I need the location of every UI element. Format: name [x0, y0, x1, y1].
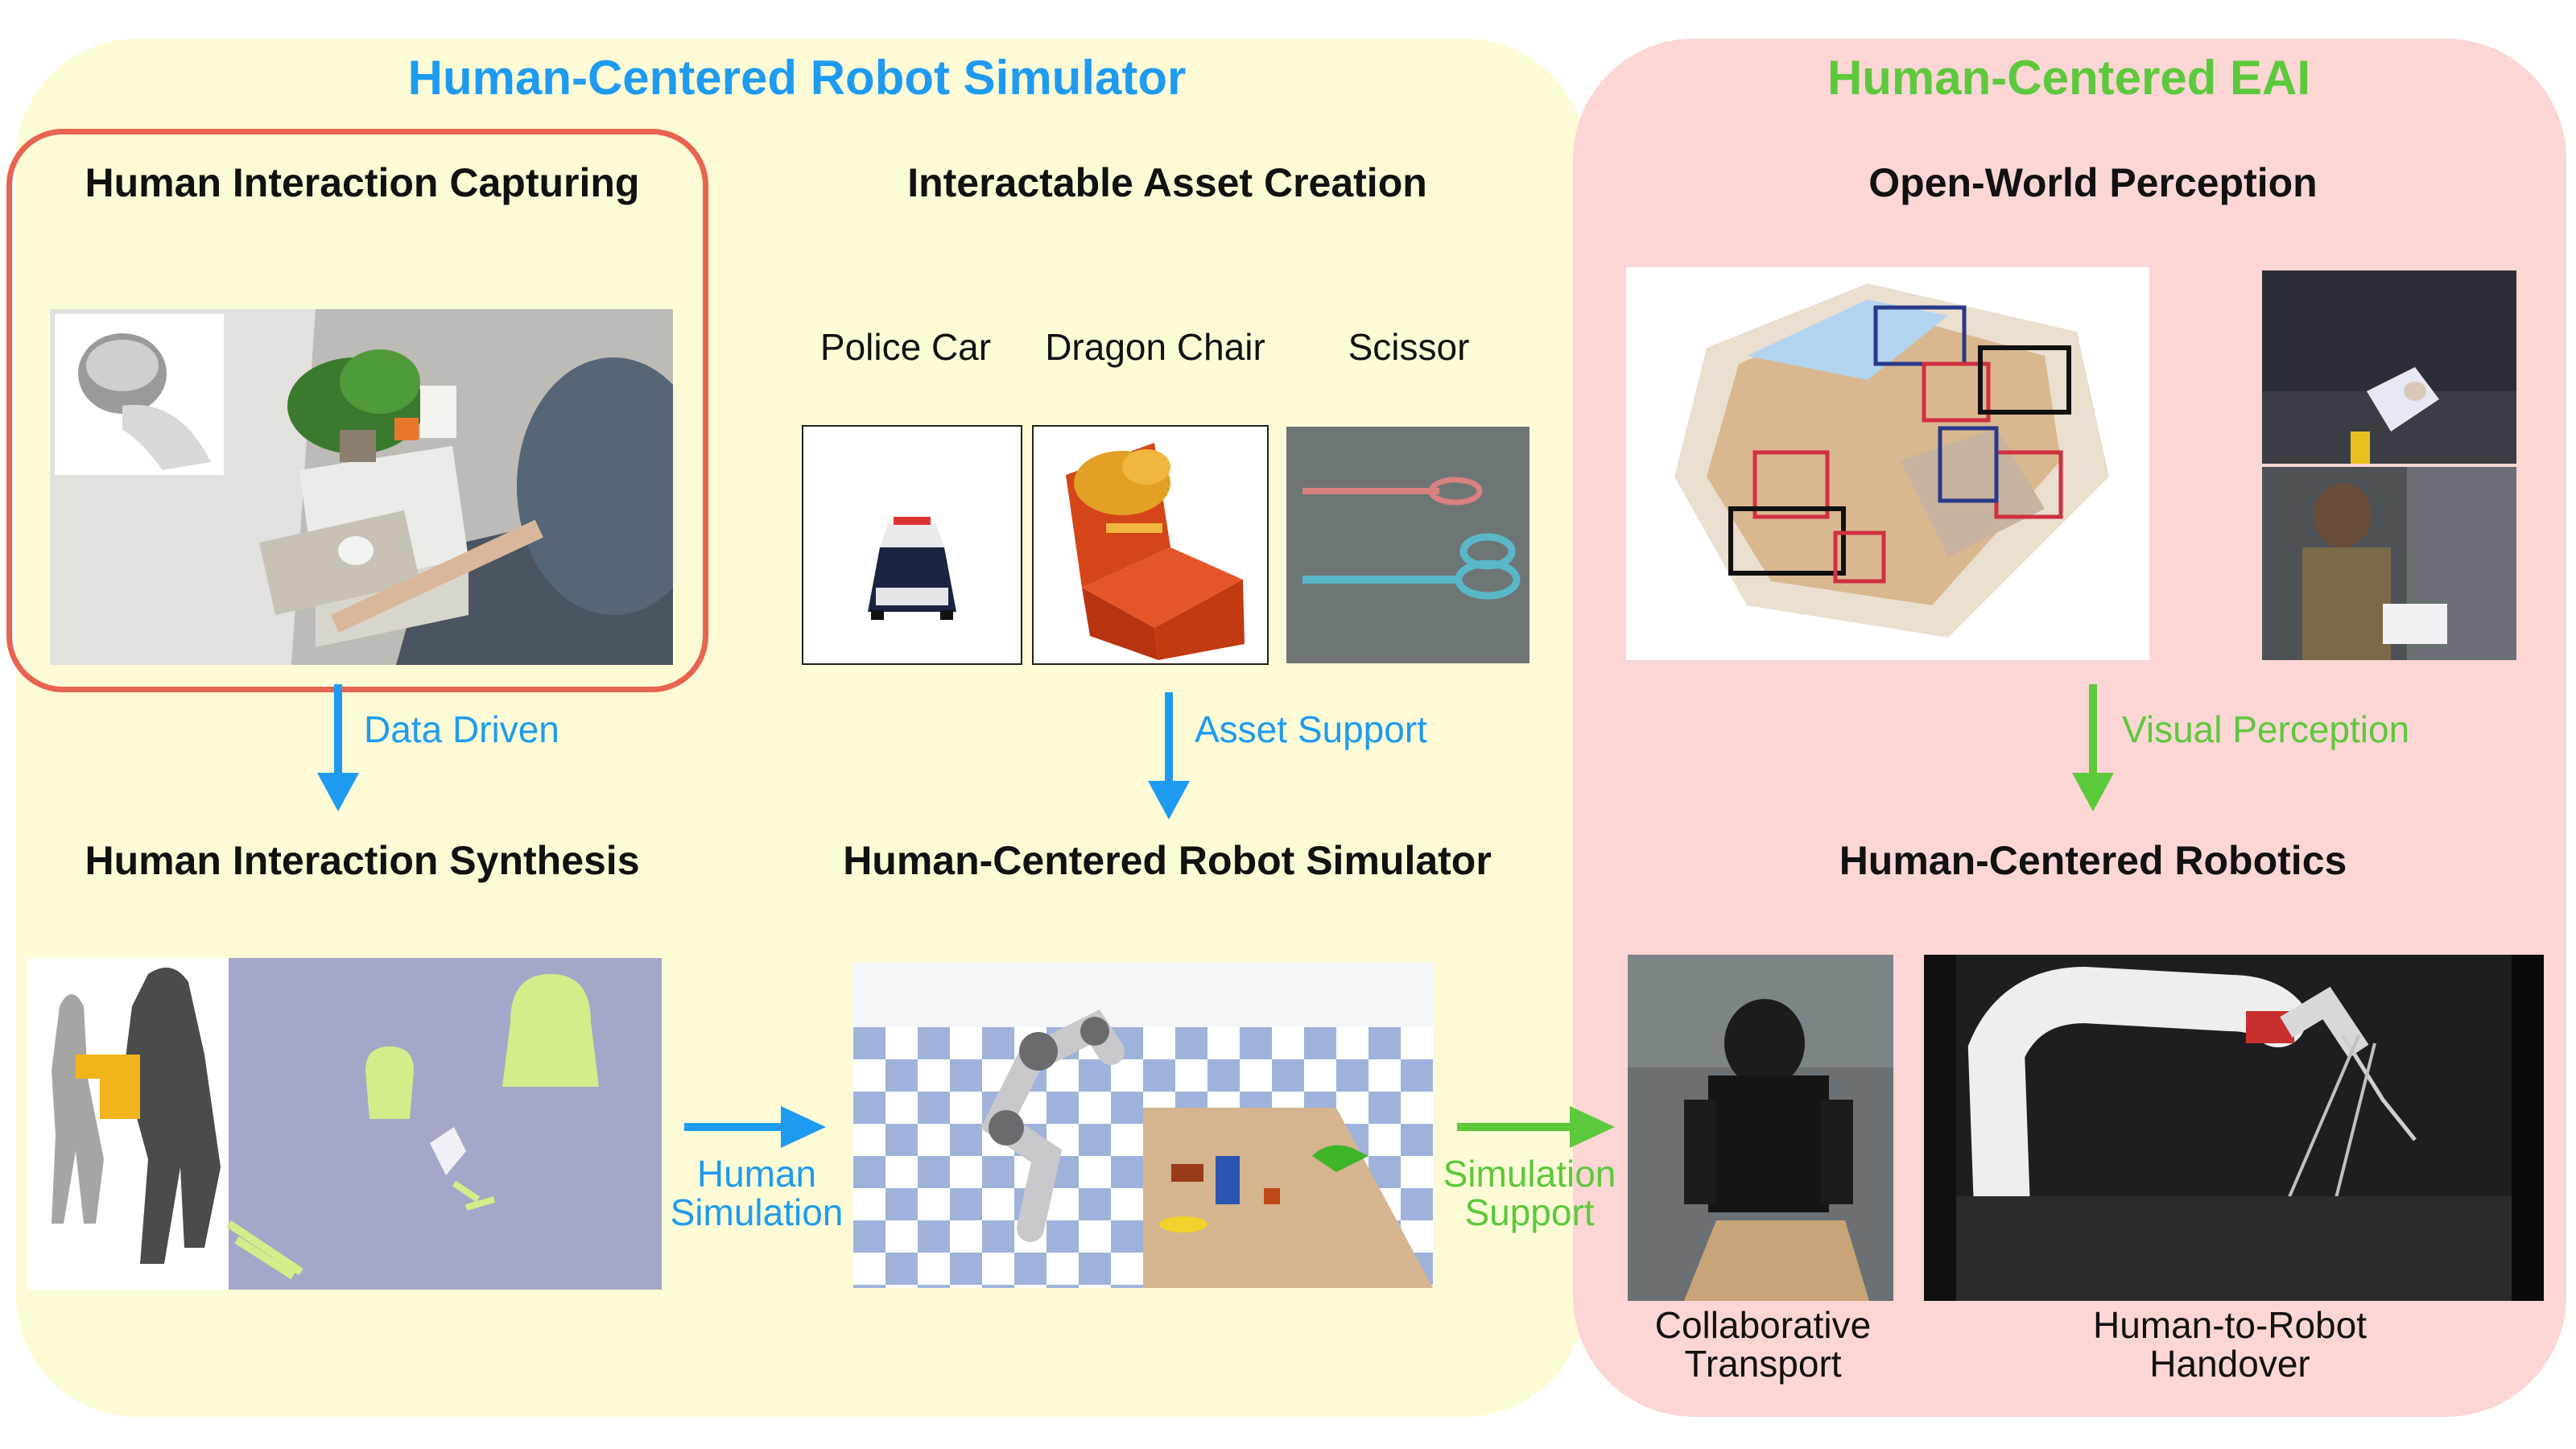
- asset-label-dragon-chair: Dragon Chair: [1045, 326, 1265, 368]
- capture-scene-image: [50, 309, 673, 665]
- dragon-chair-image: [1032, 425, 1269, 665]
- data-driven-label: Data Driven: [364, 708, 559, 750]
- collaborative-transport-image: [1628, 955, 1893, 1301]
- asset-support-arrow-icon: [1148, 692, 1190, 819]
- asset-label-police-car: Police Car: [819, 326, 992, 368]
- handover-caption-line2: Handover: [2149, 1343, 2310, 1385]
- collaborative-transport-caption-line2: Transport: [1684, 1343, 1842, 1385]
- collaborative-transport-caption: Collaborative Transport: [1594, 1306, 1932, 1384]
- synthesis-scene-image: [27, 958, 662, 1290]
- handover-caption: Human-to-Robot Handover: [2061, 1306, 2399, 1384]
- capture-section-title: Human Interaction Capturing: [85, 160, 640, 205]
- simulation-support-label: Simulation Support: [1433, 1154, 1626, 1232]
- simulation-support-arrow-icon: [1457, 1106, 1615, 1148]
- handover-image: [1924, 955, 2544, 1301]
- capture-highlight-box: [6, 129, 708, 692]
- robotics-section-title: Human-Centered Robotics: [1839, 838, 2347, 883]
- asset-label-scissor: Scissor: [1348, 326, 1470, 368]
- human-simulation-label-line2: Simulation: [670, 1191, 844, 1234]
- synthesis-section-title: Human Interaction Synthesis: [85, 838, 640, 883]
- simulator-section-title: Human-Centered Robot Simulator: [843, 838, 1492, 883]
- data-driven-arrow-icon: [317, 684, 359, 811]
- collaborative-transport-caption-line1: Collaborative: [1654, 1304, 1872, 1346]
- robot-simulator-panel-title: Human-Centered Robot Simulator: [407, 51, 1187, 105]
- asset-support-label: Asset Support: [1195, 708, 1427, 750]
- perception-top-view-image: [2262, 270, 2516, 464]
- handover-caption-line1: Human-to-Robot: [2092, 1304, 2368, 1346]
- human-simulation-label-line1: Human: [696, 1153, 817, 1195]
- visual-perception-arrow-icon: [2072, 684, 2114, 811]
- visual-perception-label: Visual Perception: [2122, 708, 2410, 750]
- scissor-image: [1286, 427, 1530, 663]
- human-simulation-label: Human Simulation: [660, 1154, 853, 1232]
- asset-section-title: Interactable Asset Creation: [907, 160, 1427, 205]
- police-car-image: [802, 425, 1022, 665]
- human-simulation-arrow-icon: [684, 1106, 826, 1148]
- perception-section-title: Open-World Perception: [1868, 160, 2318, 205]
- perception-side-view-image: [2262, 467, 2516, 660]
- eai-panel-title: Human-Centered EAI: [1827, 51, 2311, 105]
- simulation-support-label-line1: Simulation: [1443, 1153, 1616, 1195]
- point-cloud-image: [1626, 267, 2149, 660]
- simulation-support-label-line2: Support: [1464, 1191, 1595, 1234]
- simulator-scene-image: [853, 963, 1433, 1288]
